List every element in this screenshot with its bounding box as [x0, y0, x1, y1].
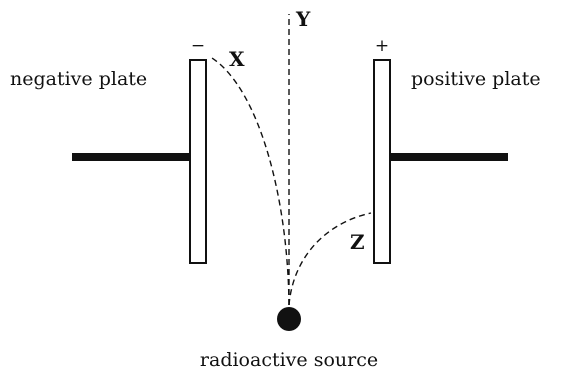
positive-sign: +: [375, 36, 389, 56]
path-z-line: [288, 212, 372, 306]
radioactive-source-dot: [277, 307, 301, 331]
negative-plate: [189, 59, 207, 264]
path-x-line: [211, 57, 290, 306]
path-y-label: Y: [295, 7, 311, 31]
negative-sign: −: [191, 36, 205, 56]
radioactive-source-label: radioactive source: [200, 349, 378, 371]
negative-plate-label: negative plate: [10, 68, 147, 90]
path-x-label: X: [229, 47, 245, 71]
positive-plate: [373, 59, 391, 264]
positive-plate-label: positive plate: [411, 68, 541, 90]
path-z-label: Z: [350, 230, 365, 254]
